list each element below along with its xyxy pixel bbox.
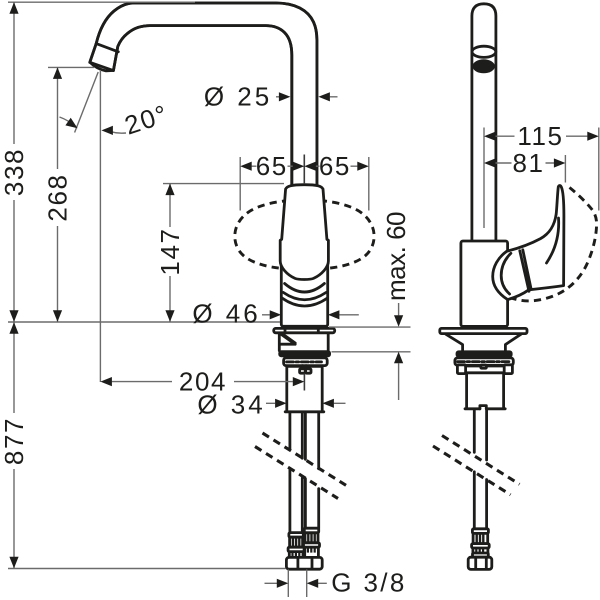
dim-spout-height: 268 bbox=[43, 173, 73, 221]
dimension-labels: 338 268 877 147 max. 60 20° Ø 25 65 65 Ø… bbox=[0, 82, 563, 598]
deck-plate-front-ticks bbox=[283, 327, 320, 334]
hex-nut-front bbox=[284, 556, 324, 571]
dim-connection-thread: G 3/8 bbox=[331, 567, 407, 597]
hex-nut-facet-lines-side bbox=[474, 557, 488, 570]
dim-total-height: 338 bbox=[0, 148, 29, 196]
crimp-rib-icon bbox=[475, 548, 478, 553]
swivel-ring-thick-arc bbox=[283, 282, 326, 294]
base-gasket-front bbox=[278, 350, 331, 358]
clamp-mark-front bbox=[279, 332, 297, 346]
crimp-rib-icon bbox=[307, 533, 310, 542]
deck-plate-front bbox=[272, 326, 337, 335]
shank-side bbox=[463, 372, 507, 411]
hose-nipple-right-front bbox=[304, 367, 313, 375]
clamp-tab-left-side bbox=[455, 363, 467, 375]
handle-swing-left-dashed bbox=[233, 199, 290, 270]
crimp-rib-icon bbox=[306, 547, 309, 553]
dim-hose-length: 877 bbox=[0, 417, 29, 465]
crimp-rib-icon bbox=[298, 538, 301, 547]
clamp-tab-right-side bbox=[502, 363, 514, 375]
ext-lines-g38 bbox=[287, 569, 308, 597]
hex-nut-side bbox=[466, 555, 494, 571]
supply-hose-side bbox=[472, 408, 488, 531]
sleeve-side-lines-right bbox=[303, 546, 320, 559]
swivel-ring-arc-3 bbox=[280, 296, 329, 308]
handle-front bbox=[278, 183, 330, 281]
dim-spout-reach: 204 bbox=[179, 366, 227, 396]
deck-plate-side bbox=[438, 326, 529, 335]
crimp-rib-icon bbox=[294, 538, 298, 547]
crimp-rib-icon bbox=[310, 547, 313, 553]
handle-hub-fill bbox=[492, 185, 564, 300]
crimp-rib-icon bbox=[482, 534, 485, 543]
spout-outer-edge bbox=[88, 1, 319, 188]
nozzle-joint-line bbox=[94, 42, 120, 54]
base-gasket-side bbox=[455, 350, 513, 358]
nozzle-outlet-face bbox=[88, 61, 115, 73]
hose-fitting-right bbox=[302, 526, 321, 559]
supply-hoses-lower-front bbox=[288, 466, 321, 535]
dim-handle-height: 147 bbox=[155, 227, 185, 275]
dim-max-counter-thickness: max. 60 bbox=[381, 212, 411, 301]
crimp-rib-icon bbox=[313, 547, 316, 553]
crimp-rib-icon bbox=[478, 548, 481, 553]
base-section-front-sides bbox=[277, 331, 330, 352]
handle-side bbox=[491, 184, 566, 301]
crimp-rib-icon bbox=[478, 534, 482, 543]
hub-bottom-edge-side bbox=[506, 288, 531, 301]
supply-hoses-upper-front bbox=[288, 411, 321, 471]
hose-break-symbol-side bbox=[432, 434, 521, 497]
hose-fitting-left bbox=[286, 531, 306, 559]
hose-fitting-side bbox=[466, 527, 494, 571]
lever-contour-line-side bbox=[545, 216, 561, 265]
deck-skirt-side bbox=[444, 332, 523, 352]
swivel-ring-arc-2 bbox=[282, 291, 328, 302]
sleeve-band-right bbox=[302, 541, 321, 549]
spout-inner-edge bbox=[112, 24, 294, 188]
sleeve-band-left bbox=[286, 545, 306, 554]
angle-arrow-tail-right bbox=[111, 131, 127, 134]
dim-spout-pipe-diameter: Ø 25 bbox=[204, 82, 272, 112]
dim-swivel-left: 65 bbox=[256, 151, 288, 181]
dim-spout-angle: 20° bbox=[121, 98, 172, 140]
dim-swivel-right: 65 bbox=[319, 151, 351, 181]
aerator-ring-side bbox=[470, 44, 498, 59]
hose-nipple-side bbox=[479, 363, 488, 370]
crimp-rib-icon bbox=[291, 538, 295, 547]
shank-notch-side bbox=[478, 404, 488, 411]
hub-inner-curve-side bbox=[499, 251, 513, 296]
crimp-rib-icon bbox=[313, 533, 316, 542]
dim-body-diameter: Ø 46 bbox=[192, 299, 260, 329]
sleeve-band-side bbox=[470, 542, 491, 550]
crimp-rib-icon bbox=[475, 534, 478, 543]
shank-front bbox=[283, 364, 326, 414]
nozzle-angle-leader-line bbox=[73, 71, 99, 133]
handle-swing-right-dashed bbox=[319, 199, 376, 270]
lever-joint-lines-side bbox=[518, 248, 533, 293]
dim-side-reach-total: 115 bbox=[517, 121, 563, 151]
crimp-rib-icon bbox=[310, 533, 313, 542]
crimp-rib-icon bbox=[298, 551, 301, 557]
hub-outer-curve-side bbox=[491, 249, 509, 301]
hose-break-symbol-front bbox=[254, 431, 347, 500]
lever-outline-side bbox=[505, 184, 566, 292]
side-view-drawing bbox=[432, 2, 599, 571]
crimp-rib-icon bbox=[482, 548, 485, 553]
dim-side-reach-handle: 81 bbox=[512, 148, 544, 178]
spout-opening bbox=[472, 59, 495, 74]
hex-nut-facet-lines-front bbox=[296, 557, 314, 570]
crimp-rib-icon bbox=[291, 551, 294, 557]
handle-swing-side-dashed bbox=[506, 186, 599, 303]
crimp-rib-icon bbox=[294, 551, 297, 557]
dim-shank-diameter: Ø 34 bbox=[197, 389, 265, 419]
